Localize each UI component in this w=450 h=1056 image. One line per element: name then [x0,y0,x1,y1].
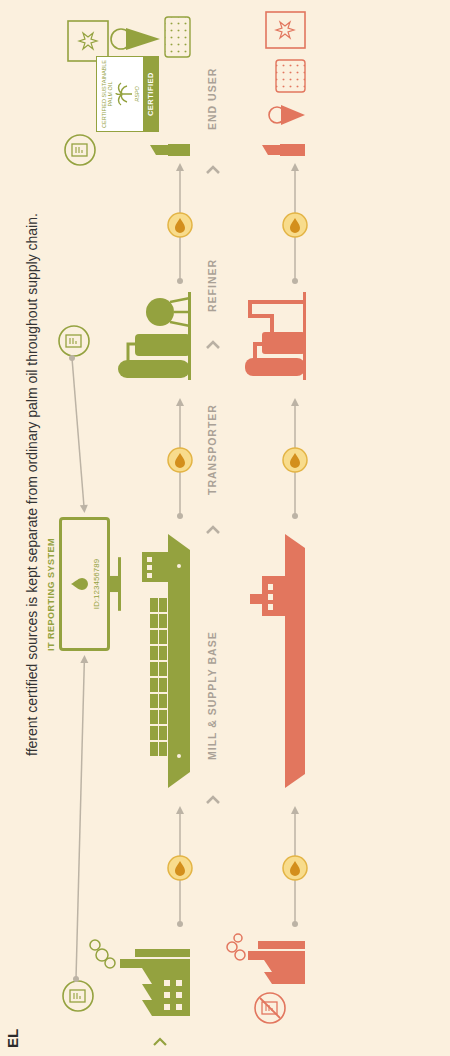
monitor-stand [110,517,122,651]
certified-refiner [118,292,191,380]
reporting-line [69,355,88,982]
certification-logo: CERTIFIED SUSTAINABLE PALM OIL RSPOCERTIF… [96,56,159,132]
stage-label: REFINER [206,259,218,312]
flow-arrow [168,163,192,927]
system-heading: IT REPORTING SYSTEM [46,517,56,651]
uncertified-mill [227,934,305,1023]
logo-mark: RSPO [133,57,143,131]
stage-label: MILL & SUPPLY BASE [206,631,218,760]
reporting-line [76,662,84,979]
stage-label: TRANSPORTER [206,404,218,495]
logo-band: CERTIFIED [143,57,158,131]
entry-chevron [154,1039,166,1045]
caption: fferent certified sources is kept separa… [24,213,40,756]
stage-label: END USER [206,68,218,130]
logo-label: CERTIFIED [146,59,155,129]
oil-drop-icon [70,575,88,593]
uncertified-refiner [245,292,306,380]
stage-chevron [207,167,219,803]
id-number: ID:123456789 [92,526,101,642]
line-dot [69,355,75,361]
certified-mill [90,940,190,1016]
certified-products [68,17,190,156]
palm-icon [115,81,133,107]
certified-ship [142,534,190,788]
reporting-line [72,358,84,506]
monitor-screen: ID:123456789 [59,517,110,651]
flow-arrow [283,163,307,927]
logo-ring-text: CERTIFIED SUSTAINABLE PALM OIL [97,57,115,131]
arrow-head [80,505,88,513]
uncertified-ship [250,534,305,788]
it-system-monitor: IT REPORTING SYSTEM ID:123456789 [46,517,122,651]
uncertified-products [262,12,305,156]
title: EL [4,1029,21,1048]
arrow-head [80,655,88,663]
line-dot [73,976,79,982]
